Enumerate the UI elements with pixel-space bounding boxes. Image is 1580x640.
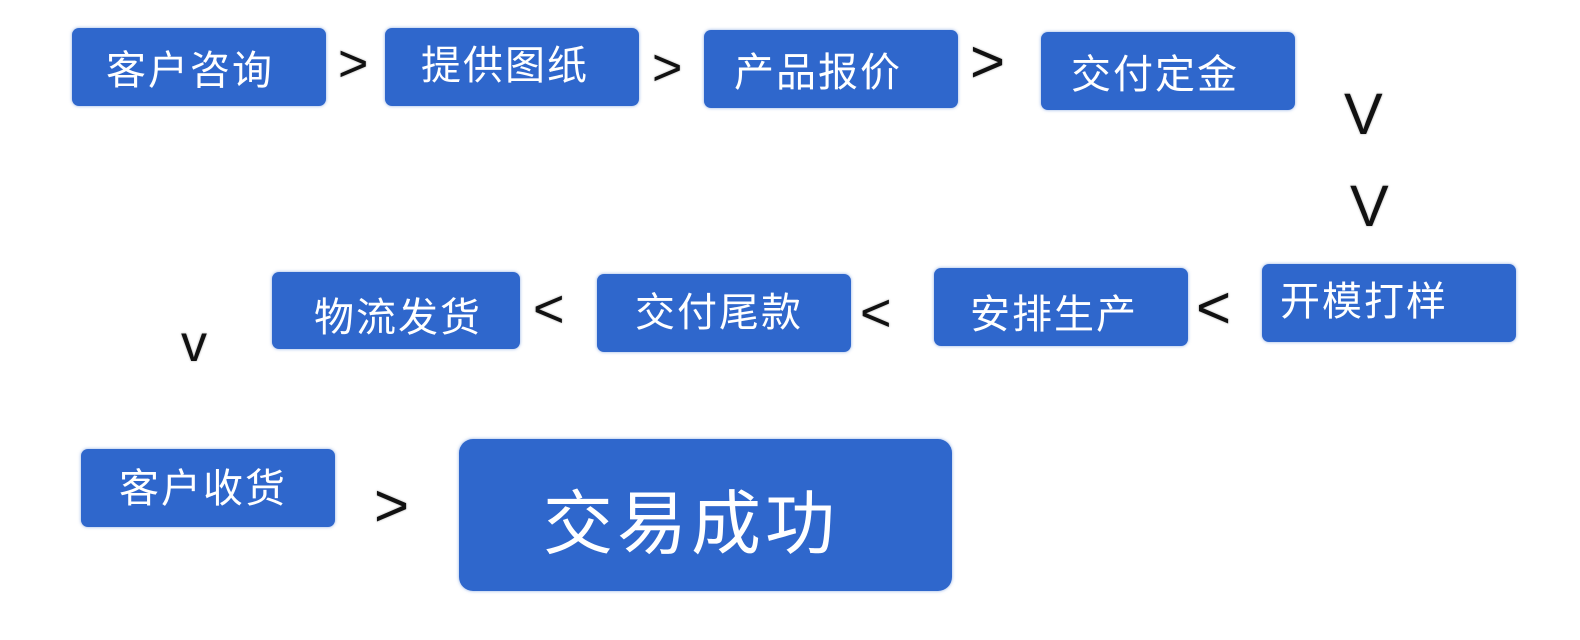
step-label: 物流发货	[314, 294, 482, 341]
arrow-down: V	[1344, 82, 1383, 147]
step-label: 交付定金	[1071, 52, 1239, 98]
arrow-left: <	[533, 279, 565, 339]
step-label: 交易成功	[543, 482, 839, 565]
step-label: 客户咨询	[106, 48, 274, 94]
step-pay-balance: 交付尾款	[597, 274, 851, 352]
step-label: 客户收货	[119, 466, 287, 512]
step-logistics-shipping: 物流发货	[272, 272, 520, 349]
step-pay-deposit: 交付定金	[1041, 32, 1295, 110]
step-label: 产品报价	[734, 50, 902, 96]
step-label: 安排生产	[970, 292, 1138, 338]
step-mold-sampling: 开模打样	[1262, 264, 1516, 342]
step-label: 开模打样	[1280, 279, 1448, 325]
arrow-left: <	[860, 283, 892, 343]
step-product-quotation: 产品报价	[704, 30, 958, 108]
arrow-down: V	[1350, 174, 1389, 239]
arrow-right: >	[338, 35, 369, 93]
step-customer-consultation: 客户咨询	[72, 28, 326, 106]
step-arrange-production: 安排生产	[934, 268, 1188, 346]
arrow-left: <	[1196, 274, 1232, 341]
arrow-down: v	[181, 315, 207, 373]
arrow-right: >	[652, 39, 683, 97]
step-label: 提供图纸	[421, 43, 589, 89]
step-provide-drawings: 提供图纸	[385, 28, 639, 106]
step-customer-receipt: 客户收货	[81, 449, 335, 527]
step-label: 交付尾款	[635, 290, 803, 336]
step-transaction-success: 交易成功	[459, 439, 952, 591]
arrow-right: >	[970, 28, 1006, 95]
arrow-right: >	[374, 472, 410, 539]
